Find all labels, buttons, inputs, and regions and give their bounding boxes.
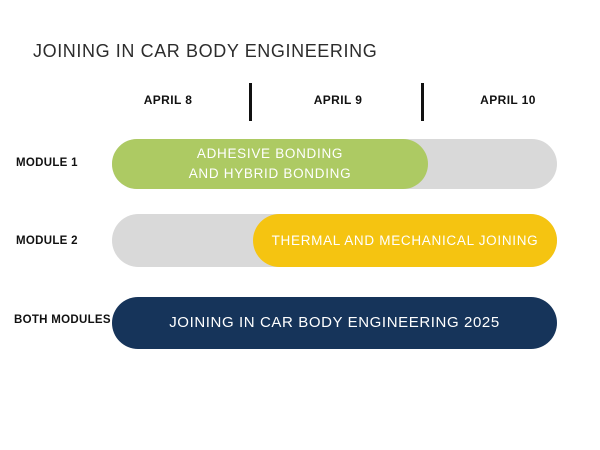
date-divider <box>249 83 252 121</box>
date-label-april-8: APRIL 8 <box>143 93 193 107</box>
row-label-both-modules: BOTH MODULES <box>14 314 111 326</box>
module-1-bar-label-line1: ADHESIVE BONDING <box>196 146 344 161</box>
module-2-bar: THERMAL AND MECHANICAL JOINING <box>253 214 557 267</box>
date-label-april-9: APRIL 9 <box>313 93 363 107</box>
module-1-bar-label-line2: AND HYBRID BONDING <box>188 166 352 181</box>
date-divider <box>421 83 424 121</box>
module-2-bar-label: THERMAL AND MECHANICAL JOINING <box>271 232 539 248</box>
page-title: JOINING IN CAR BODY ENGINEERING <box>33 41 378 61</box>
module-1-track: ADHESIVE BONDING AND HYBRID BONDING <box>112 139 557 189</box>
both-modules-bar: JOINING IN CAR BODY ENGINEERING 2025 <box>112 297 557 349</box>
both-modules-bar-label: JOINING IN CAR BODY ENGINEERING 2025 <box>169 314 500 331</box>
date-label-april-10: APRIL 10 <box>480 93 536 107</box>
row-label-module-2: MODULE 2 <box>16 235 78 247</box>
both-modules-track: JOINING IN CAR BODY ENGINEERING 2025 <box>112 297 557 349</box>
row-label-module-1: MODULE 1 <box>16 157 78 169</box>
module-2-track: THERMAL AND MECHANICAL JOINING <box>112 214 557 267</box>
module-1-bar: ADHESIVE BONDING AND HYBRID BONDING <box>112 139 428 189</box>
